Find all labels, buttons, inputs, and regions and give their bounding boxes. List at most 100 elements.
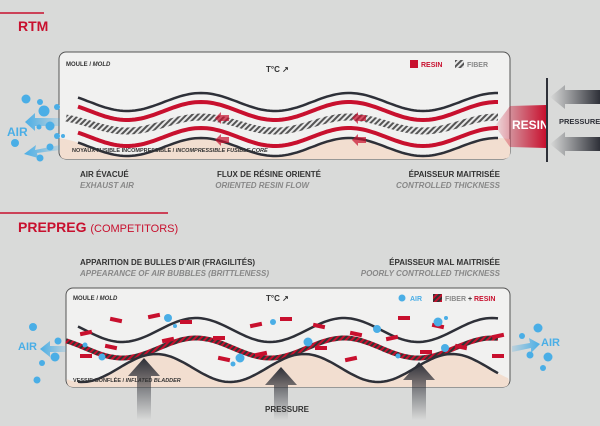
bladder-label-en: INFLATED BLADDER xyxy=(126,378,181,384)
rtm-mold xyxy=(58,51,511,160)
caption-resin-flow-fr: FLUX DE RÉSINE ORIENTÉ xyxy=(217,170,322,179)
resin-fragment xyxy=(312,322,326,330)
svg-text:VESSIE GONFLÉE / INFLATED BLAD: VESSIE GONFLÉE / INFLATED BLADDER xyxy=(73,376,181,384)
rtm-temperature: T°C ↗ xyxy=(266,65,289,74)
rtm-pressure-label: PRESSURE xyxy=(559,117,600,126)
caption-poor-thickness-fr: ÉPAISSEUR MAL MAITRISÉE xyxy=(389,258,500,267)
resin-fragment xyxy=(315,346,327,350)
resin-fragment xyxy=(217,355,231,363)
prepreg-mold xyxy=(65,287,511,388)
rtm-title: RTM xyxy=(18,18,48,34)
resin-fragment xyxy=(398,316,410,320)
legend-plus: + xyxy=(468,296,472,303)
trapped-air-bubbles xyxy=(82,314,449,367)
air-bubble xyxy=(235,353,245,363)
resin-fragment xyxy=(349,330,363,338)
legend-fiber: FIBER xyxy=(445,296,466,303)
air-arrow-up xyxy=(25,113,60,131)
legend-fiber: FIBER xyxy=(467,62,488,69)
resin-fragment xyxy=(104,343,118,351)
legend-fiber-swatch xyxy=(455,60,464,68)
resin-fragment xyxy=(454,343,468,351)
prepreg-mold-label-en: MOLD xyxy=(100,296,118,302)
resin-fragment xyxy=(161,336,175,344)
resin-flow-arrow xyxy=(215,112,229,124)
resin-flow-arrows xyxy=(215,112,366,146)
prepreg-temperature: T°C ↗ xyxy=(266,294,289,303)
air-bubble xyxy=(173,324,177,328)
prepreg-subtitle: (COMPETITORS) xyxy=(90,223,178,235)
svg-text:FIBER + RESIN: FIBER + RESIN xyxy=(445,296,495,303)
rtm-core xyxy=(60,138,510,159)
resin-fragment xyxy=(254,350,268,358)
resin-fragment xyxy=(109,316,123,324)
resin-fragment xyxy=(420,350,432,354)
resin-fragment xyxy=(492,354,504,358)
legend-resin: RESIN xyxy=(421,62,442,69)
resin-injection-arrow xyxy=(495,105,546,148)
resin-fragment xyxy=(280,317,292,321)
caption-controlled-thickness-fr: ÉPAISSEUR MAITRISÉE xyxy=(409,170,501,179)
rtm-mold-label-en: MOLD xyxy=(93,62,111,68)
svg-text:MOULE / MOLD: MOULE / MOLD xyxy=(66,62,111,68)
air-bubble xyxy=(441,344,449,352)
rtm-resin-label: RESIN xyxy=(512,118,549,132)
resin-flow-arrow xyxy=(352,134,366,146)
air-arrow-down xyxy=(24,145,60,158)
air-bubble xyxy=(395,353,401,359)
legend-resin: RESIN xyxy=(474,296,495,303)
air-bubble xyxy=(373,325,381,333)
prepreg-title: PREPREG xyxy=(18,219,87,235)
svg-text:NOYAUX FUSIBLE INCOMPRESSIBLE: NOYAUX FUSIBLE INCOMPRESSIBLE / INCOMPRE… xyxy=(72,148,268,154)
air-arrow-left xyxy=(40,341,66,357)
legend-air-dot xyxy=(398,294,406,302)
air-bubble xyxy=(82,342,88,348)
rtm-fiber-layer xyxy=(65,113,498,135)
prepreg-mold-label-fr: MOULE / xyxy=(73,296,98,302)
legend-fiber-resin-swatch xyxy=(433,294,442,302)
resin-fragment xyxy=(79,329,93,337)
caption-controlled-thickness-en: CONTROLLED THICKNESS xyxy=(396,181,501,190)
prepreg-pressure-label: PRESSURE xyxy=(265,405,310,414)
resin-flow-arrow xyxy=(352,112,366,124)
rtm-air-label: AIR xyxy=(7,125,28,139)
resin-fragment xyxy=(344,355,358,363)
prepreg-air-left: AIR xyxy=(18,341,37,353)
air-bubble xyxy=(164,314,172,322)
caption-poor-thickness-en: POORLY CONTROLLED THICKNESS xyxy=(361,269,501,278)
svg-text:MOULE / MOLD: MOULE / MOLD xyxy=(73,296,118,302)
resin-fragment xyxy=(249,321,263,329)
rtm-core-label-fr: NOYAUX FUSIBLE INCOMPRESSIBLE / xyxy=(72,148,175,154)
air-bubble xyxy=(98,353,106,361)
svg-text:PREPREG (COMPETITORS): PREPREG (COMPETITORS) xyxy=(18,219,178,235)
caption-exhaust-air-fr: AIR ÉVACUÉ xyxy=(80,170,129,179)
bladder-label-fr: VESSIE GONFLÉE / xyxy=(73,376,125,384)
resin-fragment xyxy=(80,354,92,358)
resin-flow-arrow xyxy=(215,134,229,146)
prepreg-fiber-resin-layer xyxy=(65,335,499,361)
air-arrow-right xyxy=(512,338,540,353)
pressure-arrows xyxy=(128,358,435,420)
air-bubble xyxy=(303,337,313,347)
prepreg-air-right: AIR xyxy=(541,337,560,349)
caption-resin-flow-en: ORIENTED RESIN FLOW xyxy=(215,181,310,190)
legend-resin-swatch xyxy=(410,60,418,68)
resin-fragment xyxy=(180,320,192,324)
caption-air-bubbles-en: APPEARANCE OF AIR BUBBLES (BRITTLENESS) xyxy=(79,269,269,278)
caption-air-bubbles-fr: APPARITION DE BULLES D'AIR (FRAGILITÉS) xyxy=(80,258,255,267)
pressure-arrow-top xyxy=(550,85,600,109)
resin-fragment xyxy=(385,334,399,342)
prepreg-escaping-air xyxy=(29,323,553,384)
rtm-air-bubbles xyxy=(11,94,65,162)
resin-fragment xyxy=(213,336,225,340)
resin-fragment xyxy=(491,332,505,340)
inflated-bladder xyxy=(67,354,509,387)
air-bubble xyxy=(444,316,448,320)
resin-fragment xyxy=(147,312,161,320)
rtm-mold-label-fr: MOULE / xyxy=(66,62,91,68)
legend-air: AIR xyxy=(410,296,422,303)
rtm-core-label-en: INCOMPRESSIBLE FUSIBLE CORE xyxy=(176,148,268,154)
air-bubble xyxy=(230,361,236,367)
pressure-arrow-bottom xyxy=(550,132,600,156)
